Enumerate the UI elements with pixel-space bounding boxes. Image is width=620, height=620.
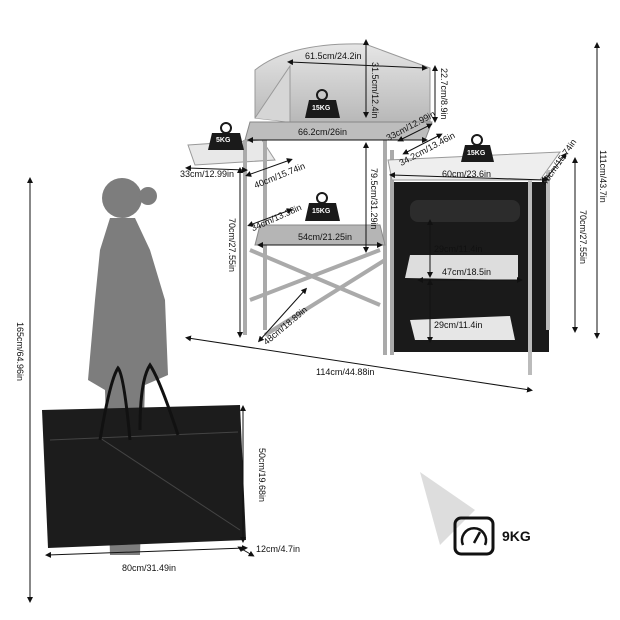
- dim-side-table-height: 70cm/27.55in: [227, 218, 237, 273]
- load-badge-side-table: 5KG: [216, 137, 231, 144]
- load-badge-windscreen-shelf: 15KG: [312, 105, 331, 112]
- load-badge-lower-shelf: 15KG: [312, 208, 331, 215]
- dim-cabinet-height: 70cm/27.55in: [578, 210, 588, 265]
- dim-bag-depth: 12cm/4.7in: [256, 544, 301, 554]
- cabinet: [387, 151, 562, 375]
- scale-gauge-icon: [453, 516, 495, 556]
- dim-cabinet-width: 60cm/23.6in: [442, 169, 492, 179]
- dim-table-height: 79.5cm/31.29in: [369, 168, 379, 230]
- dim-total-width: 114cm/44.88in: [316, 367, 375, 377]
- dim-total-height: 111cm/43.7in: [598, 150, 608, 203]
- dim-cabinet-shelf-width: 47cm/18.5in: [442, 267, 492, 277]
- lower-shelf: [254, 224, 386, 246]
- dim-top-shelf-width: 66.2cm/26in: [298, 127, 348, 137]
- dimension-lines: [27, 39, 600, 603]
- dim-side-table-width: 33cm/12.99in: [180, 169, 235, 179]
- dim-cabinet-lower-gap: 29cm/11.4in: [434, 320, 483, 330]
- dim-cabinet-upper-gap: 29cm/11.4in: [434, 244, 483, 254]
- dim-windscreen-height-center: 31.5cm/12.4in: [370, 62, 380, 119]
- load-badge-cabinet-top: 15KG: [467, 150, 486, 157]
- shadow-graphic: [420, 472, 475, 545]
- dim-bag-height: 50cm/19.68in: [257, 448, 267, 503]
- dim-bag-width: 80cm/31.49in: [122, 563, 177, 573]
- dim-person-height: 165cm/64.96in: [15, 322, 25, 382]
- carry-bag: [42, 362, 246, 548]
- dim-windscreen-height-side: 22.7cm/8.9in: [439, 68, 449, 120]
- weight-icons: [208, 89, 494, 221]
- product-weight: 9KG: [502, 528, 531, 544]
- dim-windscreen-width: 61.5cm/24.2in: [305, 51, 362, 61]
- dim-lower-shelf-width: 54cm/21.25in: [298, 232, 353, 242]
